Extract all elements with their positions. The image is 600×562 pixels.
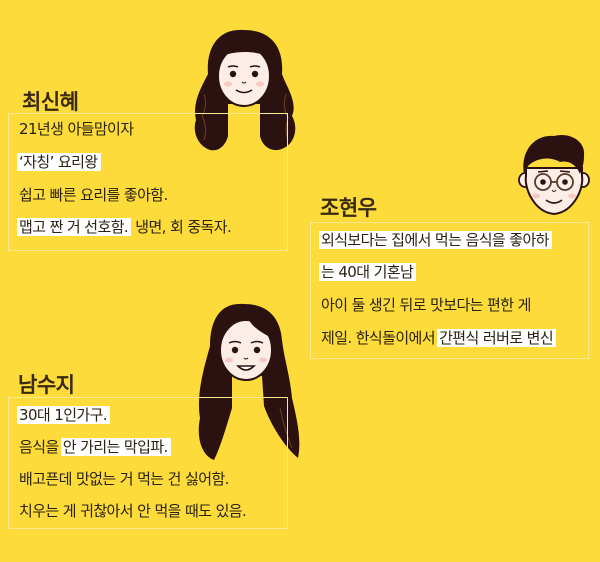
highlighted-text: 간편식 러버로 변신 [437,329,557,347]
description-line: 제일. 한식돌이에서 간편식 러버로 변신 [321,327,557,349]
description-line: 는 40대 기혼남 [319,261,417,283]
description-line: 쉽고 빠른 요리를 좋아함. [19,184,168,206]
highlighted-text: 맵고 짠 거 선호함. [17,218,132,236]
profile-description-box: 외식보다는 집에서 먹는 음식을 좋아하 는 40대 기혼남 아이 둘 생긴 뒤… [310,222,589,359]
profile-name: 최신혜 [22,90,79,114]
description-text: 21년생 아들맘이자 [19,120,134,138]
description-line: 21년생 아들맘이자 [19,118,134,140]
description-line: 맵고 짠 거 선호함. 냉면, 회 중독자. [17,216,232,238]
description-text: 제일. 한식돌이에서 [321,329,440,347]
woman-curly-hair-avatar [194,29,296,151]
description-line: 치우는 게 귀찮아서 안 먹을 때도 있음. [19,500,247,522]
description-text: 아이 둘 생긴 뒤로 맛보다는 편한 게 [321,296,531,314]
profile-name: 남수지 [18,373,75,397]
description-line: ‘자칭’ 요리왕 [17,151,101,173]
description-text: 음식을 [19,438,63,456]
highlighted-text: ‘자칭’ 요리왕 [17,153,101,171]
highlighted-text: 30대 1인가구. [17,406,110,424]
description-text: 냉면, 회 중독자. [131,218,232,236]
profile-name: 조현우 [320,196,377,220]
description-text: 배고픈데 맛없는 거 먹는 건 싫어함. [19,470,229,488]
profile-description-box: 30대 1인가구. 음식을 안 가리는 막입파. 배고픈데 맛없는 거 먹는 건… [8,397,288,529]
woman-long-hair-avatar [198,303,300,460]
highlighted-text: 외식보다는 집에서 먹는 음식을 좋아하 [319,231,552,249]
highlighted-text: 는 40대 기혼남 [319,263,417,281]
description-text: 치우는 게 귀찮아서 안 먹을 때도 있음. [19,502,247,520]
description-line: 아이 둘 생긴 뒤로 맛보다는 편한 게 [321,294,531,316]
profile-description-box: 21년생 아들맘이자 ‘자칭’ 요리왕 쉽고 빠른 요리를 좋아함. 맵고 짠 … [8,113,288,251]
highlighted-text: 안 가리는 막입파. [60,438,171,456]
description-line: 30대 1인가구. [17,404,110,426]
description-line: 외식보다는 집에서 먹는 음식을 좋아하 [319,229,552,251]
description-line: 배고픈데 맛없는 거 먹는 건 싫어함. [19,468,229,490]
description-text: 쉽고 빠른 요리를 좋아함. [19,186,168,204]
description-line: 음식을 안 가리는 막입파. [19,436,171,458]
man-glasses-avatar [518,134,590,216]
